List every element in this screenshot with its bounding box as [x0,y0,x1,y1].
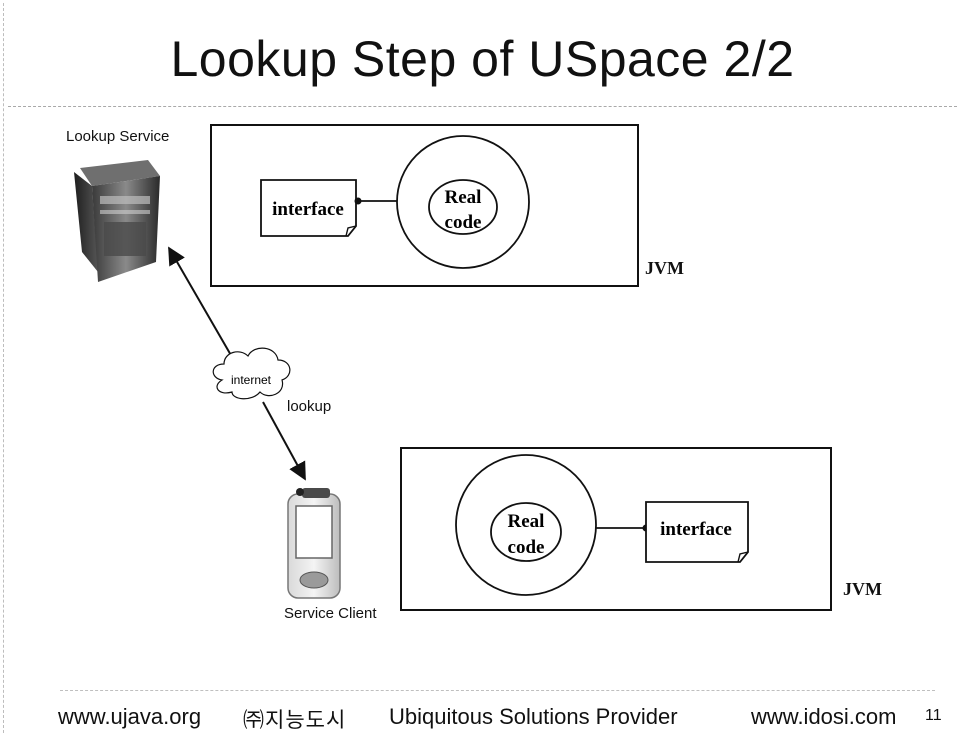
footer-divider [60,690,935,691]
server-icon [74,160,160,282]
bottom-interface-label: interface [660,519,732,540]
lookup-label: lookup [287,398,332,415]
bottom-real-code-line1: Real [508,511,545,532]
top-interface-doc [260,179,357,237]
top-jvm-label: JVM [645,258,684,278]
top-connector-dot [354,197,362,205]
bottom-real-code-ellipse [490,502,562,562]
pda-icon [287,488,341,599]
footer-company-name: ㈜지능도시 [243,708,347,732]
internet-cloud-icon [212,347,291,400]
bottom-interface-doc [645,501,749,563]
top-real-code-line1: Real [445,187,482,208]
arrow-to-service-client [262,401,306,481]
arrow-to-lookup-service [168,246,233,358]
top-real-code-ellipse [428,179,498,235]
footer-tagline: Ubiquitous Solutions Provider [389,704,678,729]
footer-left-url: www.ujava.org [58,704,202,729]
bottom-real-code-line2: code [508,537,545,558]
slide-footer: www.ujava.org ㈜지능도시 Ubiquitous Solutions… [0,704,965,734]
slide-frame [3,3,961,733]
lookup-service-label: Lookup Service [66,128,170,145]
service-client-label: Service Client [284,605,377,622]
footer-right-url: www.idosi.com [751,704,897,729]
internet-label: internet [231,373,272,387]
top-interface-label: interface [272,199,344,220]
top-real-code-line2: code [445,212,482,233]
slide-title: Lookup Step of USpace 2/2 [170,31,795,87]
title-divider [8,106,957,107]
page-number: 11 [925,707,942,724]
bottom-jvm-label: JVM [843,579,882,599]
